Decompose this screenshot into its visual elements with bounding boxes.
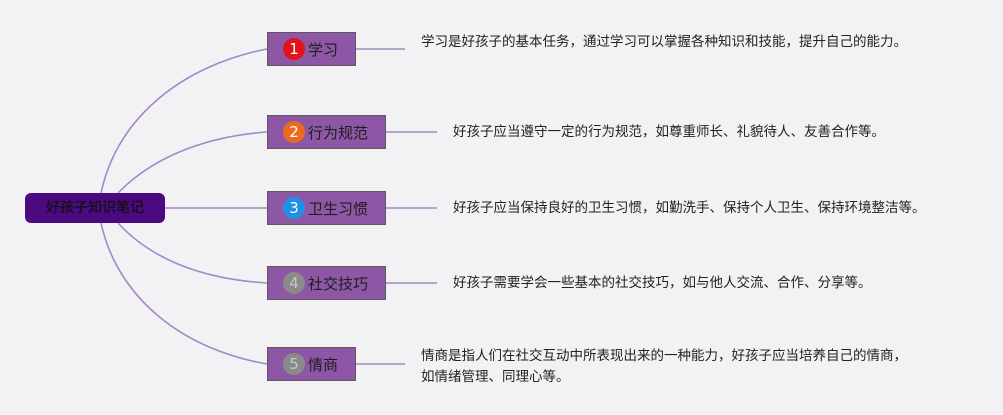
branch-node-social[interactable]: 4 社交技巧	[267, 266, 386, 300]
connector-root-to-b4	[117, 222, 268, 284]
description-social: 好孩子需要学会一些基本的社交技巧，如与他人交流、合作、分享等。	[453, 275, 872, 291]
branch-node-eq[interactable]: 5 情商	[267, 347, 356, 381]
branch-node-hygiene[interactable]: 3 卫生习惯	[267, 191, 386, 225]
branch-label: 行为规范	[308, 123, 369, 142]
branch-node-behavior[interactable]: 2 行为规范	[267, 115, 386, 149]
number-badge-5: 5	[283, 353, 305, 375]
description-study: 学习是好孩子的基本任务，通过学习可以掌握各种知识和技能，提升自己的能力。	[421, 34, 907, 50]
description-hygiene: 好孩子应当保持良好的卫生习惯，如勤洗手、保持个人卫生、保持环境整洁等。	[453, 200, 926, 216]
branch-label: 情商	[308, 355, 339, 374]
root-node[interactable]: 好孩子知识笔记	[25, 193, 165, 223]
branch-node-study[interactable]: 1 学习	[267, 32, 356, 66]
connector-root-to-b1	[100, 48, 268, 194]
branch-label: 卫生习惯	[308, 199, 369, 218]
connector-root-to-b5	[100, 222, 268, 365]
connector-root-to-b2	[117, 131, 268, 194]
number-badge-3: 3	[283, 197, 305, 219]
description-eq: 情商是指人们在社交互动中所表现出来的一种能力，好孩子应当培养自己的情商，如情绪管…	[421, 348, 907, 385]
number-badge-2: 2	[283, 121, 305, 143]
number-badge-4: 4	[283, 272, 305, 294]
branch-label: 学习	[308, 40, 339, 59]
number-badge-1: 1	[283, 38, 305, 60]
branch-label: 社交技巧	[308, 274, 369, 293]
description-behavior: 好孩子应当遵守一定的行为规范，如尊重师长、礼貌待人、友善合作等。	[453, 124, 885, 140]
